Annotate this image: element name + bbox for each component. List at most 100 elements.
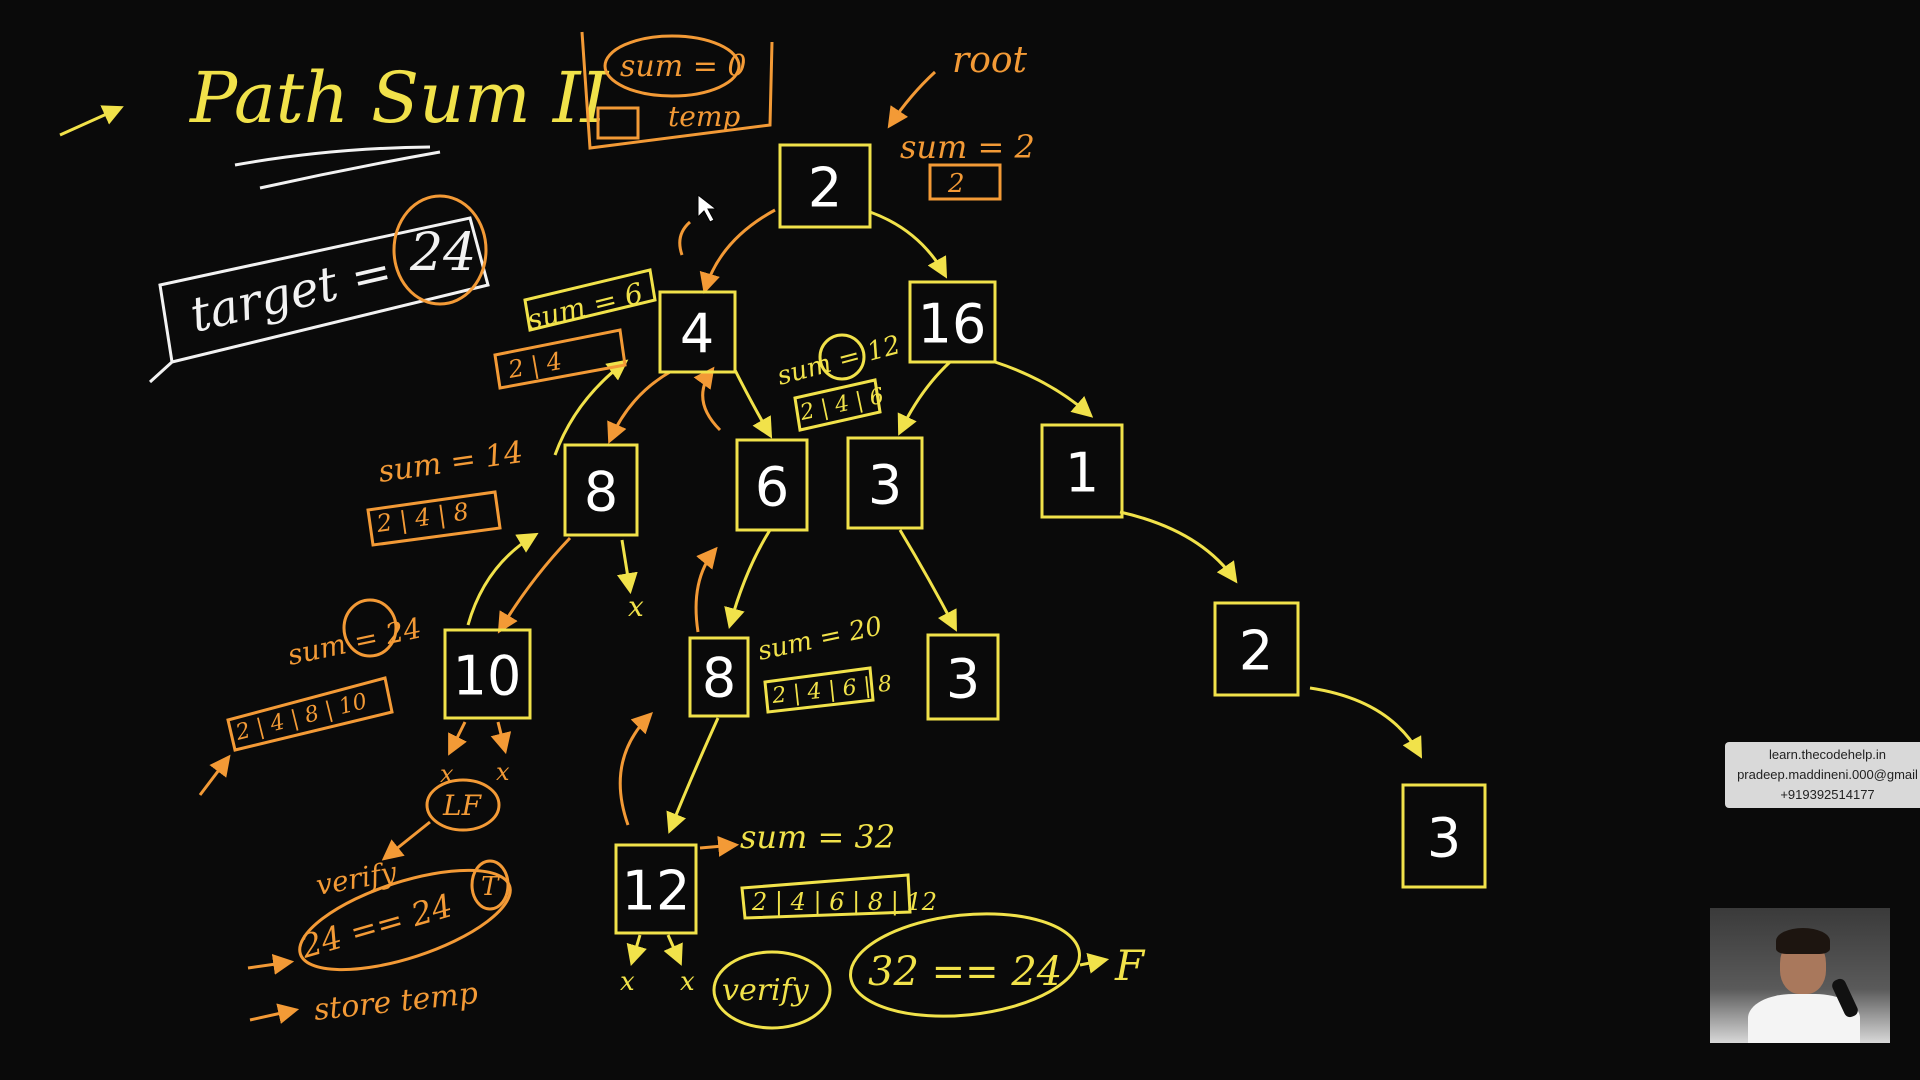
n12-sum-label: sum = 32 — [740, 818, 895, 856]
n8-arr-box — [366, 490, 502, 547]
root-label-block: root — [887, 40, 1028, 129]
n4-sum-box — [523, 268, 657, 332]
tree-node: 3 — [926, 633, 1000, 721]
root-arr-box — [928, 163, 1002, 201]
n12-arr-label: 2 | 4 | 6 | 8 | 12 — [751, 888, 937, 917]
store-label: store temp — [312, 976, 479, 1028]
edge-4-8 — [607, 370, 671, 444]
tree-nodes: 2 4 16 8 6 3 1 10 — [443, 143, 1487, 935]
backtrack-10-8 — [466, 532, 539, 626]
n6-sum-label: sum = 12 — [774, 330, 904, 392]
n4-arr-box — [493, 328, 627, 390]
null-mark: x — [620, 967, 635, 997]
node-value: 3 — [868, 454, 902, 517]
edge-8-10 — [497, 536, 572, 634]
root-arr-label: 2 — [947, 169, 965, 199]
node-value: 4 — [680, 303, 714, 366]
false-arrow-icon — [1079, 952, 1110, 974]
lf-label: LF — [442, 789, 483, 822]
null-mark: x — [628, 590, 644, 623]
n10-right-null-arrow — [490, 721, 512, 755]
target-block: target = 24 — [148, 194, 490, 384]
target-circle — [392, 194, 488, 306]
webcam-overlay — [1710, 908, 1890, 1043]
check-true-ellipse — [298, 868, 512, 972]
root-sum-label: sum = 2 — [900, 128, 1035, 166]
tree-node: 16 — [908, 280, 997, 364]
n10-arrow-icon — [198, 754, 231, 796]
node-value: 16 — [918, 293, 987, 356]
backtrack-8-4 — [553, 359, 629, 456]
n12-arrow-icon — [699, 835, 740, 857]
verify-arrow-icon — [247, 953, 295, 975]
target-box-tail — [148, 360, 174, 384]
node-value: 12 — [622, 860, 691, 923]
init-sum-circle — [603, 34, 741, 98]
n8-sum-label: sum = 14 — [376, 435, 525, 490]
tree-node: 2 — [1213, 601, 1300, 697]
target-box — [158, 216, 490, 364]
tree-node: 12 — [614, 843, 698, 935]
init-box-frame — [580, 31, 774, 150]
n12-left-null-arrow — [626, 934, 647, 967]
init-temp-box — [596, 106, 640, 140]
edge-2-16 — [869, 210, 948, 279]
n12-arr-box — [740, 873, 912, 920]
node-value: 1 — [1065, 442, 1099, 505]
tree-edges — [466, 208, 1423, 834]
edge-2-3 — [1309, 686, 1423, 759]
tree-node: 2 — [778, 143, 872, 229]
node-value: 6 — [755, 456, 789, 519]
verify2-label: verify — [722, 973, 810, 1008]
root-arrow-icon — [887, 70, 937, 129]
null-mark: x — [496, 758, 510, 786]
lf-arrow-icon — [381, 820, 431, 861]
node-value: 2 — [808, 157, 842, 220]
init-sum-label: sum = 0 — [620, 49, 746, 84]
backtrack-12-8 — [618, 712, 653, 826]
n10-left-null-arrow — [448, 721, 467, 756]
edge-8-12 — [666, 717, 720, 834]
backtrack-6-4 — [693, 366, 722, 432]
mouse-cursor-icon — [697, 193, 718, 223]
small-tick — [678, 220, 692, 256]
node-value: 8 — [702, 647, 736, 710]
verify-label: verify — [313, 855, 400, 902]
tree-node: 4 — [658, 290, 737, 374]
target-value: 24 — [409, 223, 476, 283]
false-mark: F — [1114, 941, 1146, 990]
title-arrow-icon — [59, 105, 124, 137]
edge-1-2 — [1119, 510, 1238, 584]
n10-arr-label: 2 | 4 | 8 | 10 — [232, 689, 369, 746]
tree-node: 6 — [735, 438, 809, 532]
edge-8-null — [616, 539, 638, 595]
edge-16-3 — [897, 360, 952, 436]
n8b-sum-label: sum = 20 — [755, 611, 885, 667]
watermark-line-3: +919392514177 — [1780, 787, 1875, 802]
n10-sum-label: sum = 24 — [285, 611, 425, 672]
node-value: 3 — [1427, 807, 1461, 870]
n10-sum-circle — [342, 598, 398, 658]
node-value: 10 — [453, 645, 522, 708]
tree-node: 3 — [1401, 783, 1487, 889]
tree-node: 10 — [443, 628, 532, 720]
tree-node: 3 — [846, 436, 924, 530]
lf-circle — [425, 778, 501, 832]
init-box: sum = 0 temp — [580, 31, 774, 150]
edge-6-8 — [724, 529, 772, 630]
tree-node: 1 — [1040, 423, 1124, 519]
title-underline-2 — [259, 150, 441, 190]
verify2-ellipse — [712, 950, 832, 1030]
backtrack-8-6 — [694, 546, 718, 633]
check-false-ellipse — [849, 912, 1081, 1018]
node-value: 3 — [946, 648, 980, 711]
n8b-arr-box — [763, 666, 875, 714]
edge-3-3 — [898, 529, 957, 632]
presenter-hair — [1776, 928, 1830, 954]
watermark: learn.thecodehelp.in pradeep.maddineni.0… — [1725, 742, 1920, 808]
page-title: Path Sum II — [188, 57, 609, 139]
store-arrow-icon — [249, 1003, 300, 1024]
check-false-label: 32 == 24 — [868, 949, 1062, 995]
n6-sum-circle — [818, 333, 866, 381]
